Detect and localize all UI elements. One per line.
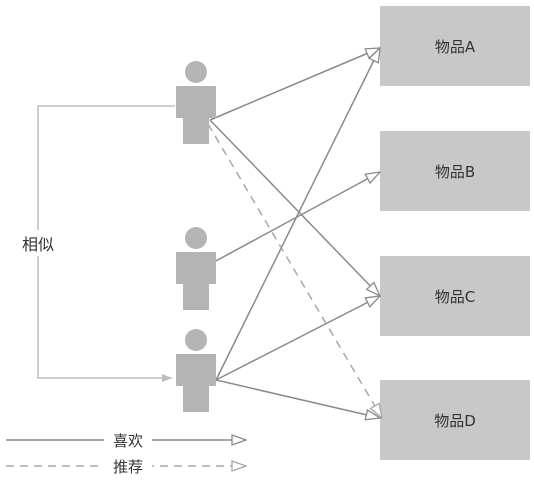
similarity-label: 相似 (22, 235, 54, 254)
like-edge-user1-c (209, 119, 380, 296)
user-1-body (176, 86, 216, 144)
item-a-label: 物品A (435, 38, 476, 56)
item-d-label: 物品D (434, 412, 476, 430)
item-c-box (380, 256, 530, 336)
item-a-box (380, 6, 530, 86)
item-b-label: 物品B (435, 163, 475, 181)
item-a: 物品A (380, 6, 530, 86)
user-1 (176, 61, 216, 144)
like-edge-user3-c (215, 296, 380, 381)
recommend-edges (207, 123, 382, 418)
item-c: 物品C (380, 256, 530, 336)
user-1-head (185, 61, 207, 83)
user-2 (176, 227, 216, 310)
user-2-head (185, 227, 207, 249)
legend-recommend-label: 推荐 (113, 458, 143, 476)
similarity-bracket: 相似 (14, 105, 175, 382)
user-3-head (185, 329, 207, 351)
item-d: 物品D (380, 380, 530, 460)
like-edge-user1-a (209, 48, 380, 121)
legend-recommend-mask (104, 456, 152, 476)
legend-like-mask (104, 430, 152, 450)
like-edge-user3-a (215, 48, 380, 381)
legend-like: 喜欢 (6, 430, 246, 450)
user-3 (176, 329, 216, 412)
item-b-box (380, 131, 530, 211)
legend-like-label: 喜欢 (113, 432, 143, 450)
item-b: 物品B (380, 131, 530, 211)
legend-recommend: 推荐 (6, 456, 246, 476)
item-c-label: 物品C (435, 288, 475, 306)
recommend-edge-user1-d (207, 123, 382, 418)
legend: 喜欢 推荐 (6, 430, 246, 476)
similarity-label-bg (14, 230, 64, 256)
user-3-body (176, 354, 216, 412)
user-2-body (176, 252, 216, 310)
item-d-box (380, 380, 530, 460)
like-edges (209, 48, 380, 418)
like-edge-user3-d (215, 379, 380, 418)
